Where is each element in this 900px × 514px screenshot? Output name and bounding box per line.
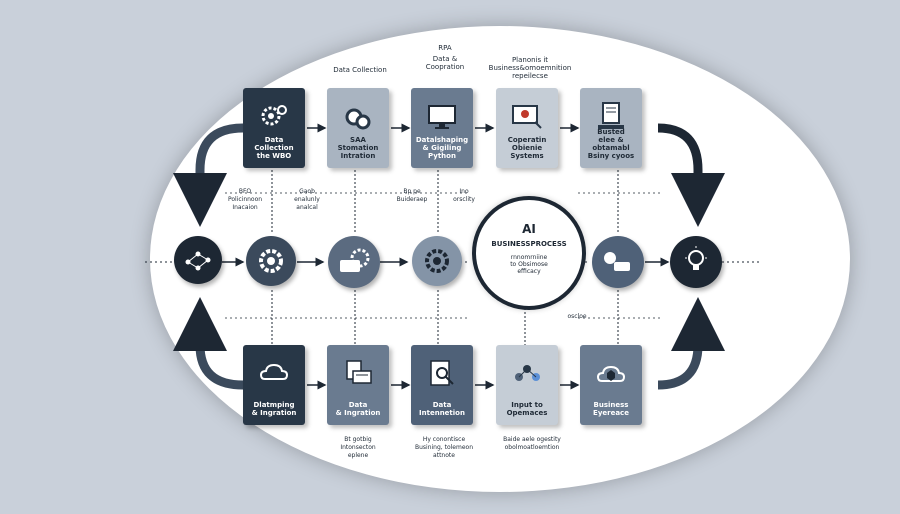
hub-detail: rnnomrniine to Obsimose efficacy [510,254,548,275]
lightbulb-icon [685,246,707,270]
note-3: Bp pe Buideraep [396,188,428,203]
ai-hub[interactable]: AI BUSINESSPROCESS rnnomrniine to Obsimo… [472,196,586,310]
top-card-4[interactable]: Coperatin Obienie Systems [496,88,558,168]
monitor-icon [428,105,456,129]
note-1: BFO Policinnoon Inacaion [227,188,263,211]
note-2: Gaob enalunly analcal [294,188,320,211]
network-node[interactable] [174,236,222,284]
top-card-2-label: SAA Stomation Intration [337,136,379,160]
note-4: Ino orsclity [453,188,475,203]
network-icon [185,251,211,271]
hub-title: AI [522,222,536,236]
gear-icon [259,249,283,273]
label-data-collection: Data Collection [333,66,387,74]
top-card-1[interactable]: Data Collection the WBO [243,88,305,168]
bottom-card-5[interactable]: Business Eyereace [580,345,642,425]
bottom-note-1: Bt gotbig Intonsecton eplene [340,436,376,459]
bottom-card-3[interactable]: Data Intennetion [411,345,473,425]
cloud-icon [259,363,289,380]
top-card-1-label: Data Collection the WBO [254,136,294,160]
id-card-icon [346,360,372,384]
document-search-icon [430,360,454,386]
bottom-card-4[interactable]: Input to Opemaces [496,345,558,425]
bottom-note-3: Baide aele ogestity obolmoatloemtion [503,436,561,451]
chat-gear-icon [340,248,370,272]
laptop-document-icon [598,102,624,129]
bottom-card-5-label: Business Eyereace [593,401,629,417]
label-planning: Planonis it Business&omoemnition repeile… [488,56,572,80]
bottom-card-2-label: Data & Ingration [335,401,381,417]
top-card-2[interactable]: SAA Stomation Intration [327,88,389,168]
label-data-cooperation: Data & Coopration [425,55,465,71]
top-card-3-label: Datalshaping & Gigiling Python [415,136,469,160]
gear-node[interactable] [246,236,296,286]
workflow-icon [604,252,630,271]
gears-icon [261,105,287,126]
bottom-card-1[interactable]: Dlatmping & Ingration [243,345,305,425]
lightbulb-node[interactable] [670,236,722,288]
top-card-5-label: Busted elee & obtamabl Bsiny cyoos [587,128,635,160]
workflow-node[interactable] [592,236,644,288]
linked-rings-icon [345,108,371,130]
top-card-4-label: Coperatin Obienie Systems [507,136,547,160]
cog-node[interactable] [412,236,462,286]
label-rpa: RPA [438,44,452,52]
bottom-card-2[interactable]: Data & Ingration [327,345,389,425]
top-card-5[interactable]: Busted elee & obtamabl Bsiny cyoos [580,88,642,168]
bottom-card-3-label: Data Intennetion [419,401,465,417]
cloud-network-icon [596,365,626,382]
cog-icon [425,249,449,273]
bottom-card-4-label: Input to Opemaces [506,401,548,417]
bottom-note-2: Hy conontisce Busining, tolemeon attnote [415,436,473,459]
chat-gear-node[interactable] [328,236,380,288]
right-note: oscloe [567,313,587,320]
top-card-3[interactable]: Datalshaping & Gigiling Python [411,88,473,168]
hub-subtitle: BUSINESSPROCESS [491,240,567,248]
screen-search-icon [512,105,542,129]
bottom-card-1-label: Dlatmping & Ingration [251,401,297,417]
nodes-icon [515,365,540,381]
